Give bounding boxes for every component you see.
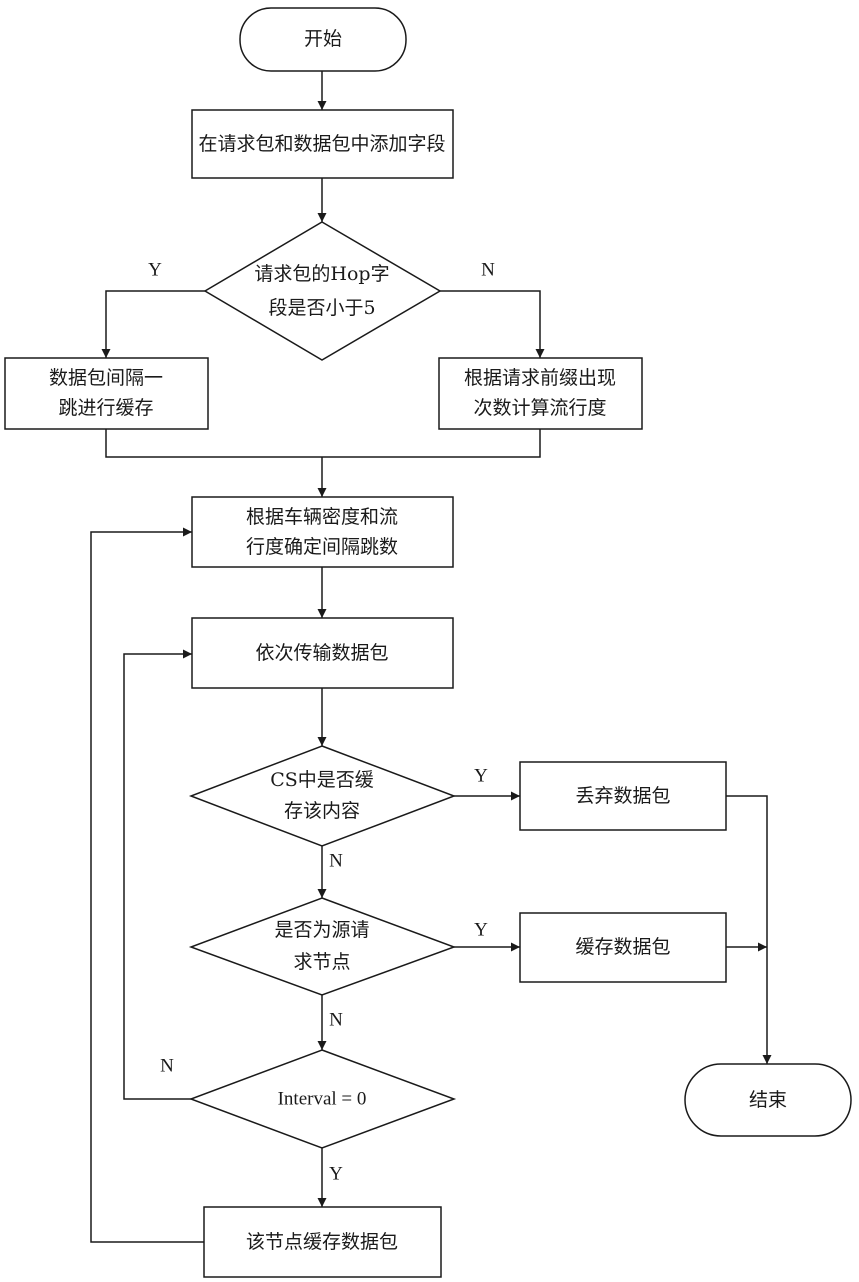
cs-check-line-1: CS中是否缓 bbox=[270, 769, 374, 791]
hop-yes-label: Y bbox=[148, 259, 162, 280]
interval-check-label: Interval = 0 bbox=[278, 1088, 367, 1109]
interval-yes-label: Y bbox=[329, 1163, 343, 1184]
transmit-box: 依次传输数据包 bbox=[192, 618, 453, 688]
arrow-discard-to-end bbox=[726, 796, 767, 1064]
interval-hops-box: 根据车辆密度和流 行度确定间隔跳数 bbox=[192, 497, 453, 567]
cache-packet-label: 缓存数据包 bbox=[575, 936, 670, 958]
transmit-label: 依次传输数据包 bbox=[255, 642, 388, 664]
merge-line-left bbox=[106, 429, 322, 457]
popularity-calc-line-1: 根据请求前缀出现 bbox=[464, 367, 616, 389]
source-check-line-1: 是否为源请 bbox=[274, 919, 369, 941]
hop-no-label: N bbox=[481, 259, 495, 280]
cache-interval-one-line-2: 跳进行缓存 bbox=[58, 397, 153, 419]
hop-check-line-2: 段是否小于5 bbox=[268, 297, 375, 319]
start-label: 开始 bbox=[304, 28, 342, 50]
hop-check-decision: 请求包的Hop字 段是否小于5 bbox=[205, 222, 440, 360]
cs-check-decision: CS中是否缓 存该内容 bbox=[191, 746, 454, 846]
end-label: 结束 bbox=[749, 1089, 787, 1111]
discard-box: 丢弃数据包 bbox=[520, 762, 726, 830]
source-no-label: N bbox=[329, 1009, 343, 1030]
add-fields-box: 在请求包和数据包中添加字段 bbox=[192, 110, 453, 178]
node-cache-box: 该节点缓存数据包 bbox=[204, 1207, 441, 1277]
add-fields-label: 在请求包和数据包中添加字段 bbox=[198, 133, 445, 155]
arrow-hop-no-to-popularity bbox=[440, 291, 540, 358]
end-node: 结束 bbox=[685, 1064, 851, 1136]
source-yes-label: Y bbox=[474, 919, 488, 940]
start-node: 开始 bbox=[240, 8, 406, 71]
merge-line-right bbox=[322, 429, 540, 457]
interval-check-decision: Interval = 0 bbox=[191, 1050, 454, 1148]
cache-interval-one-line-1: 数据包间隔一 bbox=[49, 367, 163, 389]
arrow-node-cache-loop-to-interval-hops bbox=[91, 532, 204, 1242]
cache-packet-box: 缓存数据包 bbox=[520, 913, 726, 982]
interval-hops-line-1: 根据车辆密度和流 bbox=[246, 506, 398, 528]
cs-yes-label: Y bbox=[474, 765, 488, 786]
arrow-hop-yes-to-cache-interval bbox=[106, 291, 205, 358]
popularity-calc-box: 根据请求前缀出现 次数计算流行度 bbox=[439, 358, 642, 429]
cache-interval-one-box: 数据包间隔一 跳进行缓存 bbox=[5, 358, 208, 429]
popularity-calc-line-2: 次数计算流行度 bbox=[473, 397, 606, 419]
cs-check-line-2: 存该内容 bbox=[284, 800, 360, 822]
discard-label: 丢弃数据包 bbox=[575, 785, 670, 807]
cs-no-label: N bbox=[329, 850, 343, 871]
hop-check-line-1: 请求包的Hop字 bbox=[254, 263, 389, 285]
source-check-line-2: 求节点 bbox=[293, 951, 350, 973]
interval-hops-line-2: 行度确定间隔跳数 bbox=[246, 536, 398, 558]
source-check-decision: 是否为源请 求节点 bbox=[191, 898, 454, 995]
node-cache-label: 该节点缓存数据包 bbox=[246, 1231, 398, 1253]
interval-no-label: N bbox=[160, 1055, 174, 1076]
arrow-interval-no-loop-to-transmit bbox=[124, 654, 192, 1099]
